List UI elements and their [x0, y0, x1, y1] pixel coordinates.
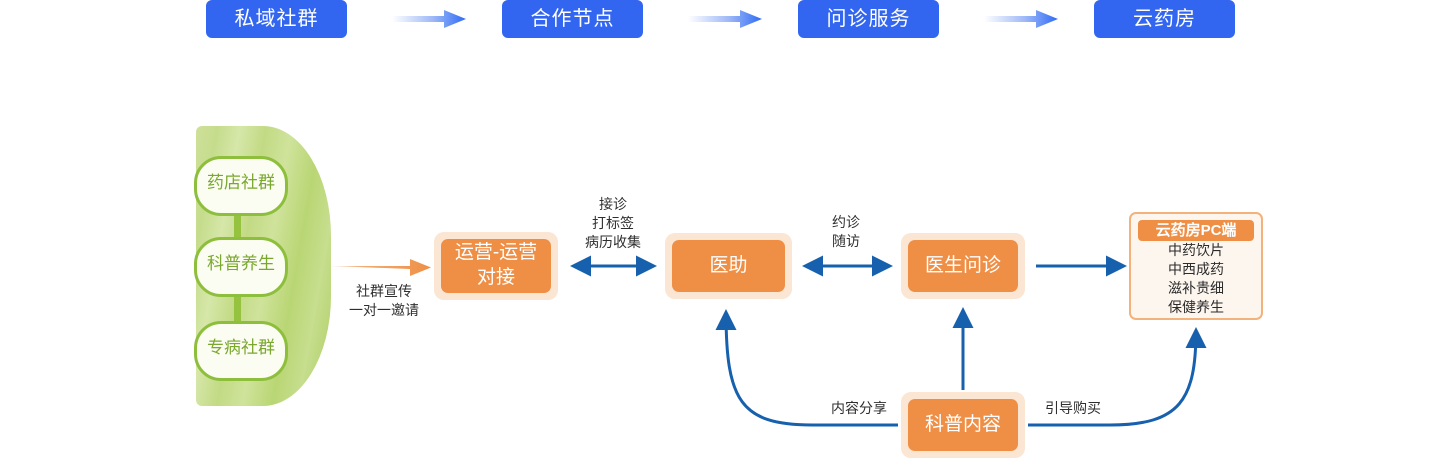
content-share-edge-label: 内容分享 [831, 400, 887, 416]
appointment-edge-label-line2: 随访 [832, 233, 860, 249]
community-node-disease-group[interactable]: 专病社群 [194, 321, 288, 381]
promotion-edge-label-line1: 社群宣传 [356, 283, 412, 299]
cloud-pharmacy-header: 云药房PC端 [1138, 220, 1254, 241]
community-node-label: 药店社群 [207, 173, 275, 192]
stage-chip-partner-node[interactable]: 合作节点 [502, 0, 643, 38]
stage-chip-label: 私域社群 [234, 8, 319, 30]
pod-connector-2 [234, 288, 241, 324]
community-node-label: 专病社群 [207, 338, 275, 357]
guide-purchase-edge-label: 引导购买 [1045, 400, 1101, 416]
ops-docking-box[interactable]: 运营-运营 对接 [434, 232, 558, 300]
community-node-label: 科普养生 [207, 254, 275, 273]
intake-edge-label-line2: 打标签 [592, 215, 634, 231]
stage-chip-cloud-pharmacy[interactable]: 云药房 [1094, 0, 1235, 38]
community-node-pharmacy-group[interactable]: 药店社群 [194, 156, 288, 216]
intake-edge-label-line3: 病历收集 [585, 234, 641, 250]
intake-edge-label: 接诊 打标签 病历收集 [563, 195, 663, 252]
promotion-edge-label-line2: 一对一邀请 [349, 302, 419, 318]
pharmacy-category-item[interactable]: 中西成药 [1168, 261, 1224, 277]
stage-chip-label: 云药房 [1133, 8, 1196, 30]
stage-chip-consultation-service[interactable]: 问诊服务 [798, 0, 939, 38]
stage-chip-private-community[interactable]: 私域社群 [206, 0, 347, 38]
doctor-consultation-box[interactable]: 医生问诊 [901, 233, 1025, 299]
appointment-edge-label-line1: 约诊 [832, 214, 860, 230]
stage-chip-label: 合作节点 [530, 8, 615, 30]
pod-connector-1 [234, 205, 241, 241]
ops-docking-label-line1: 运营-运营 [454, 242, 538, 264]
science-content-label: 科普内容 [924, 413, 1001, 435]
promotion-edge-label: 社群宣传 一对一邀请 [334, 282, 434, 320]
medical-assistant-box-inner: 医助 [672, 240, 785, 292]
pharmacy-category-item[interactable]: 保健养生 [1168, 299, 1224, 315]
science-content-box[interactable]: 科普内容 [901, 392, 1025, 458]
pharmacy-category-item[interactable]: 滋补贵细 [1168, 280, 1224, 296]
stage-arrow-icon-1 [392, 10, 466, 28]
intake-edge-label-line1: 接诊 [599, 196, 627, 212]
promotion-arrow-icon [330, 259, 431, 276]
ops-docking-box-inner: 运营-运营 对接 [441, 239, 551, 293]
cloud-pharmacy-panel[interactable]: 云药房PC端 中药饮片 中西成药 滋补贵细 保健养生 [1129, 212, 1263, 320]
medical-assistant-box[interactable]: 医助 [665, 233, 792, 299]
community-node-health-science[interactable]: 科普养生 [194, 237, 288, 297]
doctor-consultation-label: 医生问诊 [924, 254, 1001, 276]
pharmacy-category-item[interactable]: 中药饮片 [1168, 242, 1224, 258]
stage-chip-label: 问诊服务 [826, 8, 911, 30]
stage-arrow-icon-2 [688, 10, 762, 28]
ops-docking-label-line2: 对接 [476, 267, 515, 288]
doctor-consultation-box-inner: 医生问诊 [908, 240, 1018, 292]
stage-arrow-icon-3 [984, 10, 1058, 28]
medical-assistant-label: 医助 [709, 254, 748, 276]
science-content-box-inner: 科普内容 [908, 399, 1018, 451]
appointment-edge-label: 约诊 随访 [796, 213, 896, 251]
